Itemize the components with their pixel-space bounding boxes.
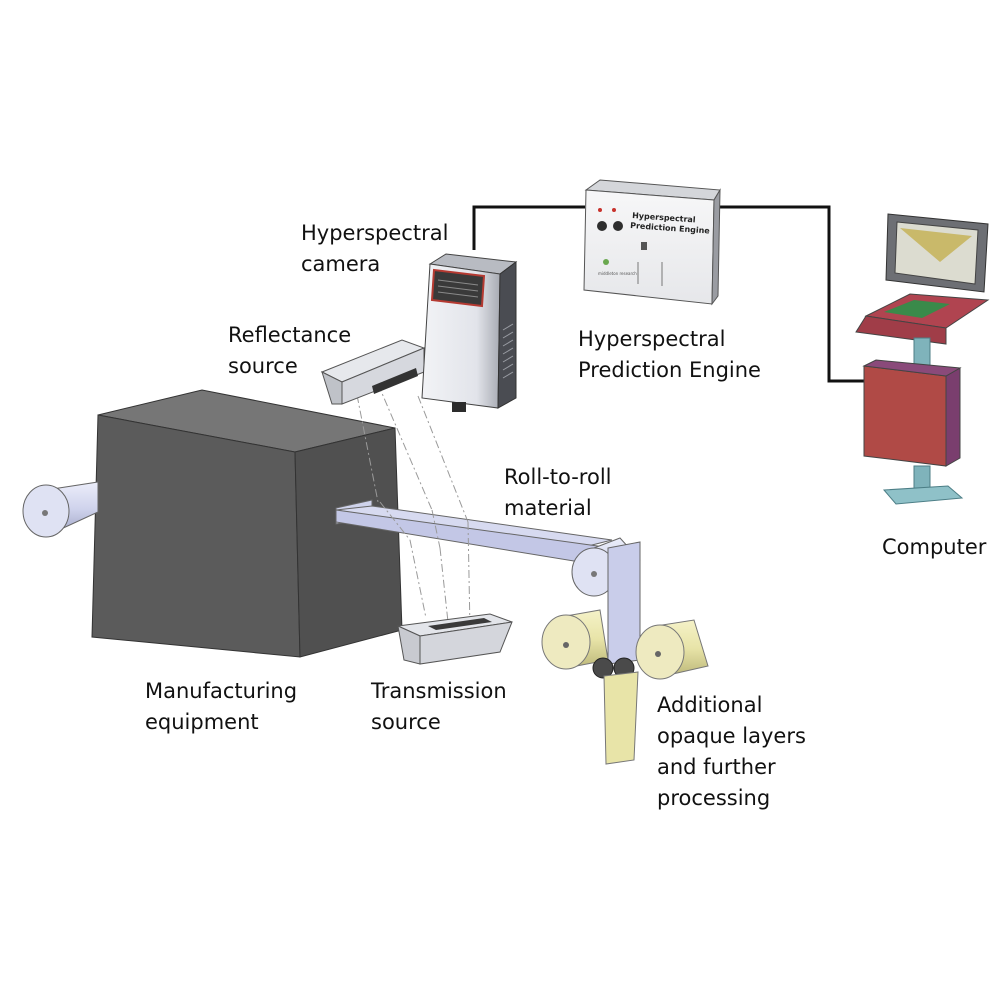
opaque-layer-assembly [541, 609, 709, 765]
opaque-roll-left-axle [563, 642, 569, 648]
equipment-side-face [294, 427, 403, 658]
keyboard-keys [884, 300, 950, 318]
stand-base [882, 485, 964, 505]
label-computer: Computer [882, 535, 987, 559]
camera-side-vents [502, 323, 514, 379]
prediction-engine-box: Hyperspectral Prediction Engine middleto… [583, 179, 721, 306]
pc-cabinet-front [863, 365, 947, 467]
roll-to-roll-material [335, 505, 641, 665]
transmission-source [396, 613, 513, 665]
engine-led-2 [612, 208, 616, 212]
label-reflectance-source: Reflectance source [228, 323, 352, 378]
reflectance-source-aperture [372, 368, 418, 394]
cables [472, 205, 864, 383]
label-manufacturing-equipment: Manufacturing equipment [145, 679, 298, 734]
laminated-output-strip [603, 671, 639, 765]
input-roll-axle [42, 510, 48, 516]
engine-antennas [637, 262, 663, 286]
opaque-roll-right-axle [655, 651, 661, 657]
engine-knob-2 [613, 221, 623, 231]
monitor-screen-graphic [900, 228, 972, 262]
engine-logo-icon [603, 259, 609, 265]
engine-brand-line-1: Hyperspectral [632, 211, 696, 224]
label-roll-to-roll-material: Roll-to-roll material [504, 465, 612, 520]
equipment-front-face [91, 414, 301, 658]
engine-logo-text: middleton research [598, 271, 637, 276]
label-prediction-engine: Hyperspectral Prediction Engine [578, 327, 761, 382]
material-strip-vertical [607, 541, 641, 665]
manufacturing-equipment [91, 389, 403, 658]
reflectance-source [320, 339, 426, 405]
engine-knob-1 [597, 221, 607, 231]
hyperspectral-camera [421, 253, 518, 412]
camera-cable [472, 205, 585, 250]
engine-led-1 [598, 208, 602, 212]
computer-cable [716, 205, 864, 383]
label-additional-opaque-layers: Additional opaque layers and further pro… [657, 693, 806, 810]
guide-roll-axle [591, 571, 597, 577]
label-hyperspectral-camera: Hyperspectral camera [301, 221, 449, 276]
transmission-source-side [419, 621, 513, 665]
transmission-source-aperture [428, 618, 492, 630]
computer-kiosk [855, 213, 990, 505]
stand-pillar-bottom [913, 465, 931, 491]
pc-cabinet-side [945, 367, 961, 467]
light-path [356, 383, 471, 631]
label-transmission-source: Transmission source [371, 679, 507, 734]
camera-vent-grille [437, 279, 479, 298]
camera-lens [452, 402, 466, 412]
engine-connector [641, 242, 647, 250]
pc-cabinet-top [862, 359, 962, 377]
engine-front-face [583, 189, 715, 305]
camera-side-face [497, 261, 517, 409]
keyboard-tray-front [855, 315, 947, 345]
engine-side-face [711, 188, 721, 306]
nip-roller-left [592, 657, 614, 679]
input-roll [22, 481, 99, 538]
